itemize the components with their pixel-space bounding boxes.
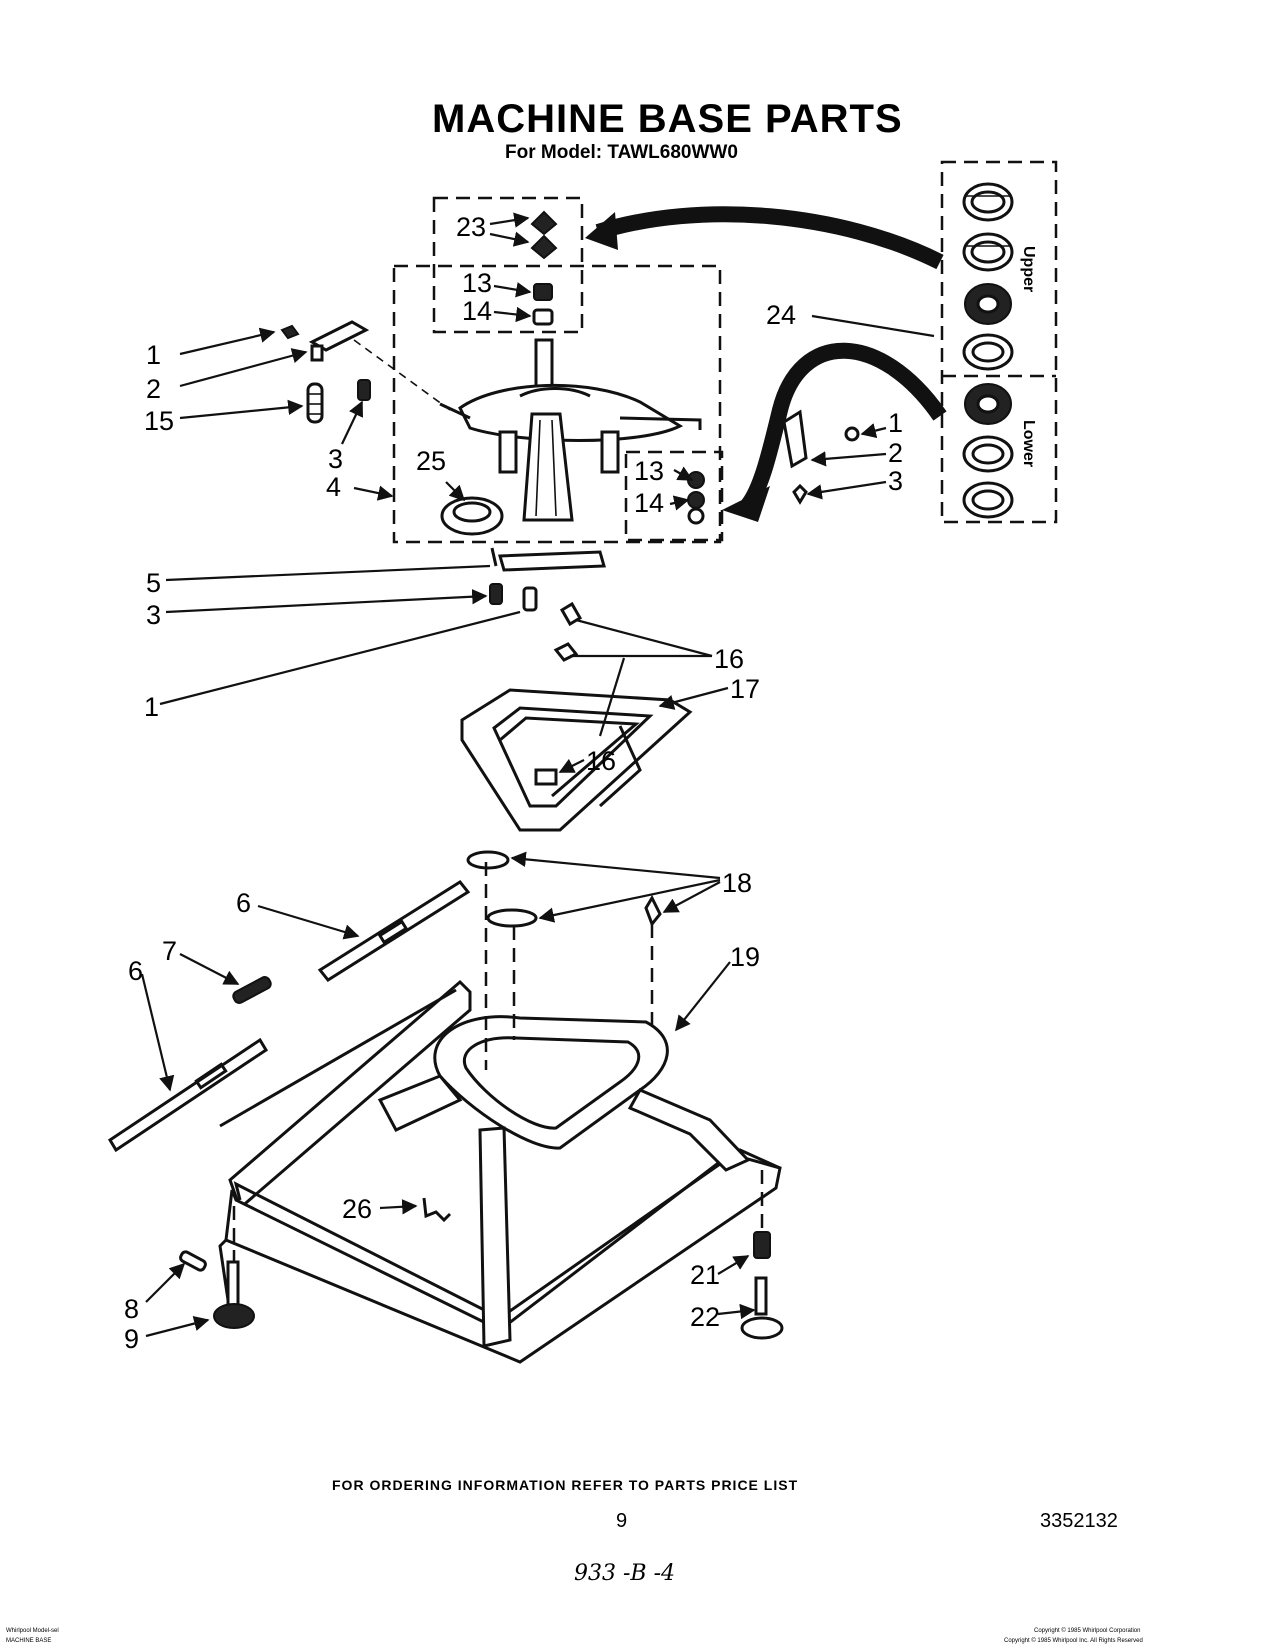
callout-24: 24	[766, 300, 796, 330]
part-7-pin	[232, 976, 272, 1004]
handwritten-note: 933 -B -4	[574, 1561, 675, 1586]
callout-2-right: 2	[888, 438, 903, 468]
part-22-leg	[740, 1276, 784, 1340]
upper-bearing-3	[964, 283, 1012, 325]
lower-kit-arrow	[741, 342, 947, 510]
part-17-base-frame	[460, 688, 693, 832]
transmission-assembly-box	[392, 264, 722, 544]
document-number: 3352132	[1040, 1510, 1118, 1532]
callout-13: 13	[462, 268, 492, 298]
lower-bearing-3	[962, 481, 1014, 519]
callout-14: 14	[462, 296, 492, 326]
bearing-kit-box: Upper Lower	[940, 160, 1058, 524]
callout-3-center: 3	[146, 600, 161, 630]
part-18-pad-top	[466, 850, 510, 870]
callout-6-left: 6	[128, 956, 143, 986]
callout-8: 8	[124, 1294, 139, 1324]
lower-bearing-box	[624, 450, 724, 542]
upper-bearing-4	[962, 333, 1014, 371]
callout-1: 1	[146, 340, 161, 370]
part-19-cabinet-base	[218, 862, 782, 1364]
page-number: 9	[616, 1510, 627, 1532]
upper-kit-arrowhead	[585, 212, 618, 250]
callout-22: 22	[690, 1302, 720, 1332]
callout-15: 15	[144, 406, 174, 436]
callout-5: 5	[146, 568, 161, 598]
callout-2: 2	[146, 374, 161, 404]
callout-3-right: 3	[888, 466, 903, 496]
callout-4: 4	[326, 472, 341, 502]
part-21-nut	[753, 1231, 771, 1259]
callout-1-center: 1	[144, 692, 159, 722]
callout-19: 19	[730, 942, 760, 972]
callout-16: 16	[714, 644, 744, 674]
part-6-rail-top	[317, 880, 471, 982]
model-subtitle: For Model: TAWL680WW0	[505, 142, 738, 163]
part-16-snubber-mid	[553, 642, 579, 662]
part-23-bearings	[530, 210, 558, 260]
part-1-bolt-right	[844, 426, 860, 442]
callout-6-top: 6	[236, 888, 251, 918]
part-3-nut-center	[489, 583, 503, 605]
part-9-leg	[213, 1260, 255, 1329]
part-8-nut	[179, 1250, 207, 1272]
part-13-14-bearings	[532, 283, 554, 326]
callout-13-lower: 13	[634, 456, 664, 486]
part-6-rail-left	[107, 1037, 269, 1153]
callout-16-mid: 16	[586, 746, 616, 776]
part-1-bolt-left	[280, 324, 300, 340]
lower-kit-arrowhead	[722, 486, 770, 522]
leader-lines	[140, 212, 935, 1338]
upper-bearing-box	[432, 196, 584, 334]
part-2-bracket-left	[308, 320, 370, 362]
callout-14-lower: 14	[634, 488, 664, 518]
callout-17: 17	[730, 674, 760, 704]
bearing-kit-upper-label: Upper	[1020, 246, 1037, 292]
part-16-snubber-top	[559, 601, 583, 627]
ordering-note: FOR ORDERING INFORMATION REFER TO PARTS …	[332, 1477, 798, 1493]
part-2-bracket-right	[782, 409, 808, 469]
callout-7: 7	[162, 936, 177, 966]
fine-print-left-1: Whirlpool Model-sel	[6, 1628, 59, 1634]
callout-18: 18	[722, 868, 752, 898]
upper-bearing-2	[962, 232, 1014, 272]
callout-21: 21	[690, 1260, 720, 1290]
part-1-bolt-center	[522, 586, 538, 612]
lower-bearing-1	[964, 383, 1012, 425]
part-25-seal	[440, 496, 504, 536]
fine-print-right-2: Copyright © 1985 Whirlpool Inc. All Righ…	[1004, 1637, 1143, 1644]
callout-1-right: 1	[888, 408, 903, 438]
part-3-nut-left	[357, 379, 371, 401]
part-15-spring	[306, 382, 324, 424]
callout-26: 26	[342, 1194, 372, 1224]
part-26-clip	[422, 1197, 452, 1223]
fine-print-left-2: MACHINE BASE	[6, 1638, 51, 1644]
callout-25: 25	[416, 446, 446, 476]
part-5-brace	[490, 547, 606, 572]
bearing-kit-lower-label: Lower	[1020, 420, 1037, 467]
lower-bearing-2	[962, 435, 1014, 473]
part-3-nut-right	[792, 483, 808, 505]
upper-kit-arrow	[595, 206, 944, 270]
part-18-pad-mid	[486, 908, 538, 928]
upper-bearing-1	[962, 182, 1014, 222]
part-4-transmission-casting	[439, 338, 702, 522]
diagram-title: MACHINE BASE PARTS	[432, 97, 903, 141]
callout-9: 9	[124, 1324, 139, 1354]
callout-3: 3	[328, 444, 343, 474]
callout-23: 23	[456, 212, 486, 242]
fine-print-right-1: Copyright © 1985 Whirlpool Corporation	[1034, 1627, 1140, 1634]
callout-labels: 1 2 15 3 4 25 23 13 14 24 1 2 3 13 14 5 …	[124, 212, 903, 1354]
part-18-clip	[644, 894, 662, 927]
